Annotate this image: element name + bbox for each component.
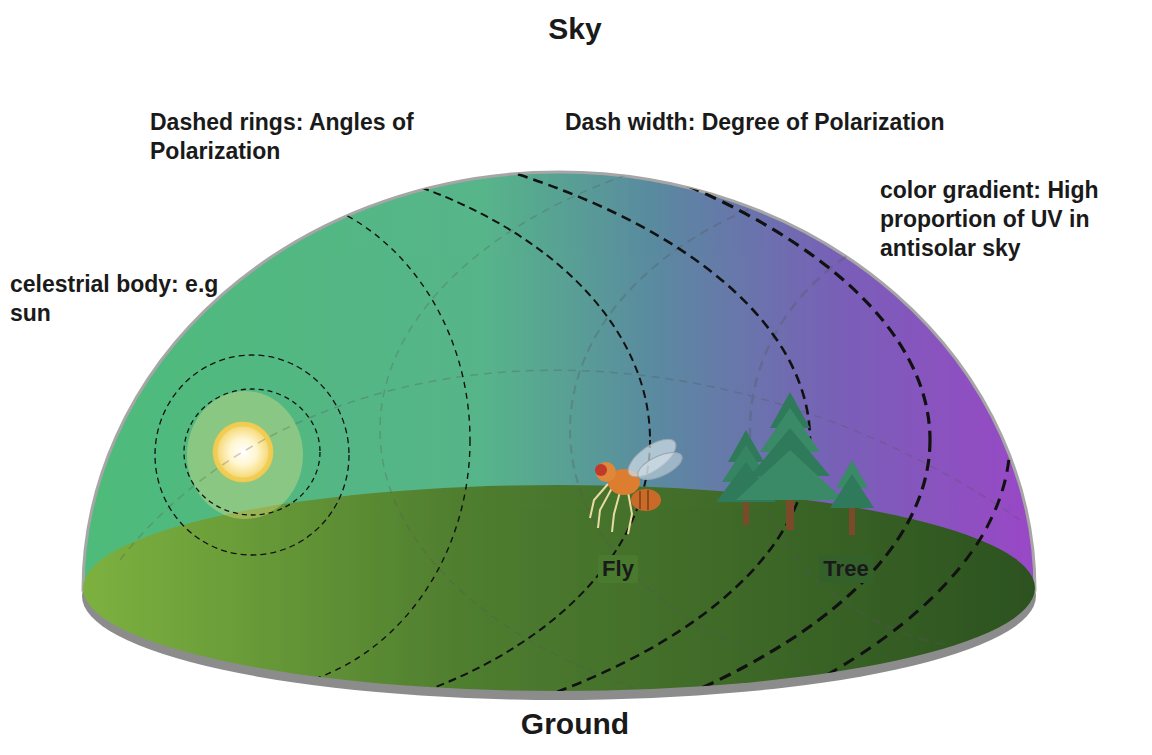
front-rings [184,389,320,515]
sun-note: celestrial body: e.g sun [10,270,225,328]
label-box: celestrial body: e.g sun [10,270,225,328]
polarization-rings [0,40,1152,755]
sun-halo [187,391,303,519]
dash-width-note: Dash width: Degree of Polarization [565,108,1045,137]
sun [187,391,303,519]
trees [716,392,874,535]
fly-label: Fly [598,555,638,583]
small-tree [830,474,874,508]
fly-legs [612,492,620,532]
front-rings [0,80,930,755]
label-box: Fly [588,555,648,583]
front-rings [0,120,810,755]
label-box: color gradient: High proportion of UV in… [880,176,1135,262]
ground-title: Ground [465,705,685,743]
back-rings [380,130,1152,730]
big-tree [736,450,844,500]
ground-disc [83,485,1035,691]
label-box: Tree [811,555,881,583]
fly-wing [634,447,686,485]
gradient-note: color gradient: High proportion of UV in… [880,176,1135,262]
front-rings [0,150,650,730]
front-rings [155,355,349,555]
back-rings [120,370,1020,560]
label-box: Sky [475,10,675,48]
front-rings [0,40,1010,755]
big-tree [736,392,844,530]
fly-head [596,462,616,482]
rings-note: Dashed rings: Angles of Polarization [150,108,480,166]
front-rings [0,40,1010,755]
tree-label: Tree [819,555,872,583]
small-tree [830,460,874,535]
fly-abdomen [631,489,661,511]
label-box: Ground [465,705,685,743]
back-rings [120,130,1152,730]
fly-legs [590,484,608,518]
front-rings [30,190,470,690]
fly-eye [595,464,607,476]
sun-disc [213,422,273,482]
sky-title: Sky [475,10,675,48]
label-box: Dash width: Degree of Polarization [565,108,1045,137]
fly-stripes [640,490,648,510]
back-rings [570,170,1152,690]
label-box: Dashed rings: Angles of Polarization [150,108,480,166]
sun-ring [215,424,271,480]
fly [590,432,686,534]
